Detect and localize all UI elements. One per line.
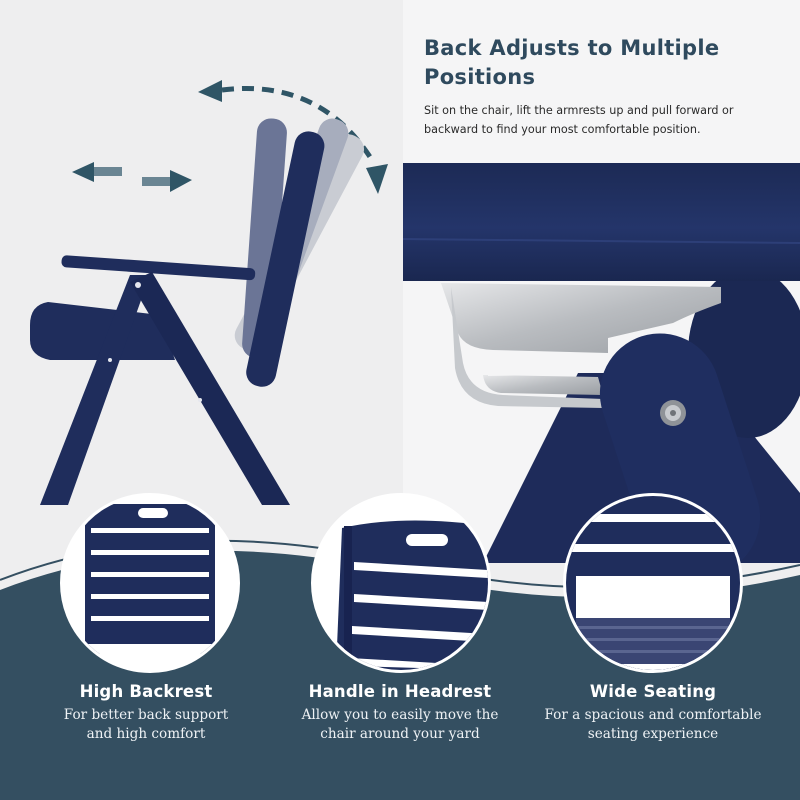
page-description: Sit on the chair, lift the armrests up a… <box>424 104 734 136</box>
feature-description-line1: Allow you to easily move the <box>301 707 499 723</box>
feature-description-line2: and high comfort <box>86 726 206 742</box>
feature-title: Wide Seating <box>589 682 717 701</box>
feature-description-line2: seating experience <box>587 726 719 742</box>
feature-wide-seating: Wide Seating For a spacious and comforta… <box>533 680 773 744</box>
wide-seating-image <box>563 493 743 673</box>
page-title: Back Adjusts to Multiple Positions <box>424 36 720 89</box>
hinge-closeup-photo <box>403 163 800 563</box>
feature-handle-headrest: Handle in Headrest Allow you to easily m… <box>280 680 520 744</box>
feature-title: High Backrest <box>79 682 213 701</box>
feature-description-line1: For a spacious and comfortable <box>544 707 762 723</box>
feature-description-line1: For better back support <box>63 707 229 723</box>
curved-dashed-double-arrow-icon <box>198 80 388 194</box>
high-backrest-image <box>60 493 240 673</box>
horizontal-double-arrow-icon <box>72 162 192 192</box>
feature-title: Handle in Headrest <box>308 682 492 701</box>
feature-description-line2: chair around your yard <box>320 726 480 742</box>
feature-high-backrest: High Backrest For better back support an… <box>26 680 266 744</box>
chair-recline-illustration <box>0 60 400 520</box>
handle-headrest-image <box>311 493 491 673</box>
